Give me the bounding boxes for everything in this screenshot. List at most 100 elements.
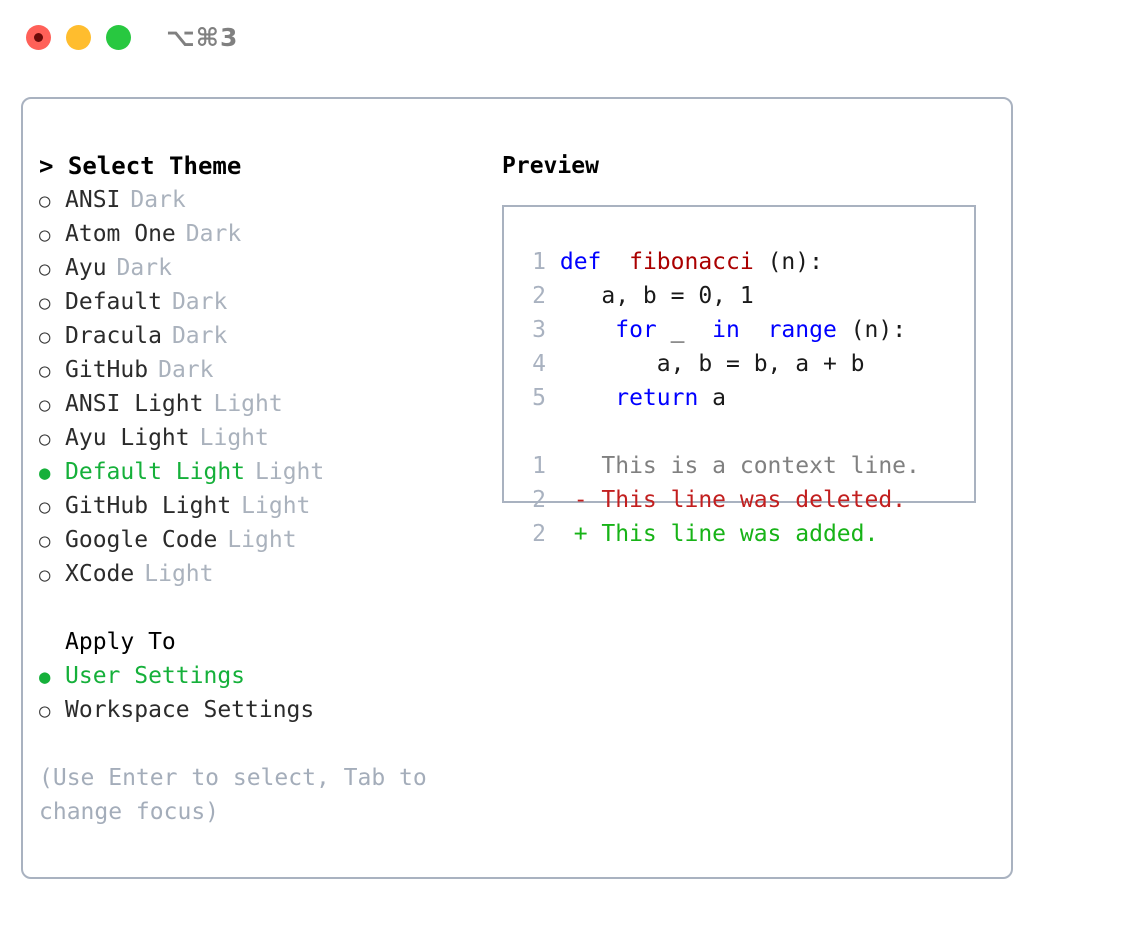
code-token-txt: a, b = b, a + b [546,351,865,377]
theme-item-label: Dracula [65,323,162,349]
theme-item-8[interactable]: ● Default Light Light [39,455,489,489]
theme-item-label: ANSI [65,187,121,213]
radio-unselected-icon: ○ [39,360,51,382]
theme-item-label: Google Code [65,527,218,553]
theme-item-label: Ayu Light [65,425,190,451]
radio-unselected-icon: ○ [39,530,51,552]
theme-item-label: Atom One [65,221,176,247]
radio-selected-icon: ● [39,666,51,688]
radio-unselected-icon: ○ [39,496,51,518]
theme-item-7[interactable]: ○ Ayu Light Light [39,421,489,455]
preview-column: Preview 1 def fibonacci (n):2 a, b = 0, … [502,149,992,547]
theme-item-6[interactable]: ○ ANSI Light Light [39,387,489,421]
code-token-txt: (n): [836,317,907,343]
theme-item-11[interactable]: ○ XCode Light [39,557,489,591]
radio-unselected-icon: ○ [39,224,51,246]
code-token-txt [546,317,601,343]
theme-item-tag: Dark [130,187,186,213]
radio-unselected-icon: ○ [39,700,51,722]
theme-item-1[interactable]: ○ Atom One Dark [39,217,489,251]
line-number: 2 [532,487,546,513]
line-number: 4 [532,351,546,377]
code-token-txt [740,317,754,343]
diff-line-1: 2 - This line was deleted. [520,483,920,517]
apply-item-label: Workspace Settings [65,697,315,723]
apply-item-0[interactable]: ● User Settings [39,659,489,693]
code-token-txt: _ [656,317,699,343]
diff-marker: - [546,487,588,513]
line-number: 1 [532,453,546,479]
keyboard-hint: (Use Enter to select, Tab to change focu… [39,765,441,825]
code-line-4: 5 return a [520,381,920,415]
theme-item-tag: Light [255,459,325,485]
diff-line-0: 1 This is a context line. [520,449,920,483]
theme-item-label: XCode [65,561,135,587]
apply-to-heading: Apply To [65,629,176,655]
theme-item-tag: Dark [171,289,228,315]
radio-unselected-icon: ○ [39,326,51,348]
code-line-1: 2 a, b = 0, 1 [520,279,920,313]
theme-item-tag: Light [144,561,214,587]
theme-item-9[interactable]: ○ GitHub Light Light [39,489,489,523]
code-token-fn: fibonacci [615,249,754,275]
theme-item-label: Default [65,289,162,315]
apply-item-label: User Settings [65,663,246,689]
diff-line-2: 2 + This line was added. [520,517,920,551]
diff-marker [546,453,588,479]
apply-item-1[interactable]: ○ Workspace Settings [39,693,489,727]
code-token-kw: range [753,317,837,343]
theme-item-tag: Light [199,425,269,451]
theme-item-tag: Dark [158,357,214,383]
code-token-txt: a [698,385,727,411]
radio-unselected-icon: ○ [39,428,51,450]
select-theme-heading: > Select Theme [39,152,242,180]
theme-item-label: ANSI Light [65,391,204,417]
maximize-window-button[interactable] [106,25,131,50]
preview-heading: Preview [502,153,599,179]
line-number: 2 [532,283,546,309]
diff-text: This line was deleted. [587,487,907,513]
theme-item-10[interactable]: ○ Google Code Light [39,523,489,557]
code-token-kw: in [698,317,740,343]
window-controls [26,25,131,50]
line-number: 5 [532,385,546,411]
minimize-window-button[interactable] [66,25,91,50]
theme-item-tag: Light [241,493,311,519]
code-token-kw: return [601,385,699,411]
keyboard-shortcut-label: ⌥⌘3 [166,23,239,52]
code-token-kw: for [601,317,657,343]
title-bar: ⌥⌘3 [0,0,1140,78]
radio-unselected-icon: ○ [39,190,51,212]
radio-unselected-icon: ○ [39,292,51,314]
close-window-button[interactable] [26,25,51,50]
theme-item-3[interactable]: ○ Default Dark [39,285,489,319]
diff-text: This line was added. [587,521,879,547]
theme-item-tag: Light [213,391,283,417]
diff-marker: + [546,521,588,547]
apply-to-list: ● User Settings ○ Workspace Settings [39,659,489,727]
code-token-txt: (n): [753,249,823,275]
line-number: 2 [532,521,546,547]
radio-unselected-icon: ○ [39,394,51,416]
theme-item-0[interactable]: ○ ANSI Dark [39,183,489,217]
code-line-0: 1 def fibonacci (n): [520,245,920,279]
radio-selected-icon: ● [39,462,51,484]
radio-unselected-icon: ○ [39,564,51,586]
code-line-2: 3 for _ in range (n): [520,313,920,347]
theme-item-tag: Light [227,527,297,553]
code-gap [520,415,920,449]
code-line-3: 4 a, b = b, a + b [520,347,920,381]
theme-item-label: Ayu [65,255,107,281]
diff-text: This is a context line. [587,453,920,479]
code-token-txt [546,385,601,411]
theme-item-label: GitHub Light [65,493,232,519]
theme-item-label: Default Light [65,459,246,485]
theme-item-tag: Dark [185,221,242,247]
